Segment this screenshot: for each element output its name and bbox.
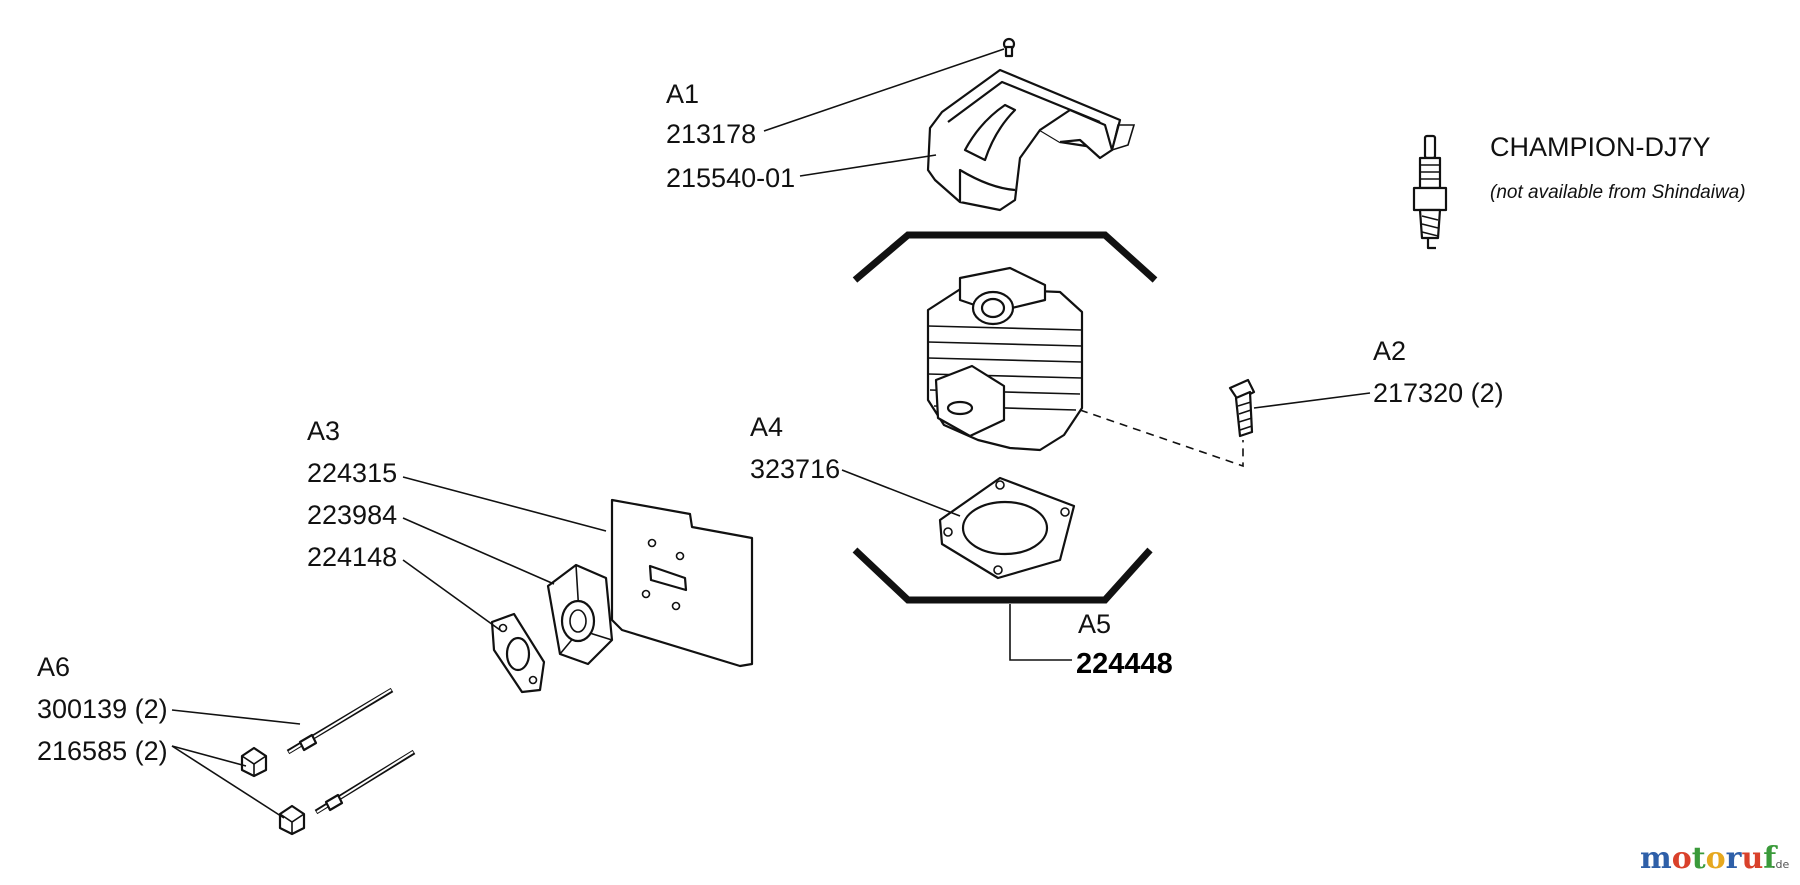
spark-plug-note: (not available from Shindaiwa)	[1490, 182, 1746, 203]
label-a4: A4	[750, 412, 783, 442]
cylinder-gasket-drawing	[938, 476, 1076, 580]
nut-upper-drawing	[240, 746, 268, 778]
heat-shield-drawing	[610, 498, 754, 668]
nut-lower-drawing	[278, 804, 306, 836]
part-224448: 224448	[1076, 648, 1173, 680]
watermark-suffix: .de	[1772, 858, 1789, 871]
leader-224148	[402, 559, 501, 631]
label-a6: A6	[37, 652, 70, 682]
cylinder-bolt-drawing	[1228, 378, 1256, 438]
spark-plug-drawing	[1412, 134, 1448, 250]
kit-bracket-top	[852, 231, 1158, 283]
leader-223984	[402, 517, 555, 585]
part-223984: 223984	[307, 500, 397, 530]
intake-gasket-drawing	[490, 612, 546, 694]
part-224315: 224315	[307, 458, 397, 488]
label-a2: A2	[1373, 336, 1406, 366]
leader-215540-01	[799, 154, 937, 177]
part-215540-01: 215540-01	[666, 163, 795, 193]
leader-224315	[402, 476, 607, 532]
leader-216585-b	[171, 745, 285, 819]
part-217320: 217320 (2)	[1373, 378, 1504, 408]
label-a3: A3	[307, 416, 340, 446]
stud-upper-drawing	[286, 687, 394, 755]
cylinder-cover-drawing	[926, 68, 1136, 212]
bolt-alignment-line	[1079, 409, 1244, 468]
leader-323716	[841, 469, 961, 517]
part-300139: 300139 (2)	[37, 694, 168, 724]
watermark-letters: motoruf	[1640, 841, 1778, 876]
part-213178: 213178	[666, 119, 756, 149]
part-323716: 323716	[750, 454, 840, 484]
label-a1: A1	[666, 79, 699, 109]
leader-216585-a	[171, 745, 247, 767]
kit-bracket-bottom	[852, 547, 1153, 604]
part-224148: 224148	[307, 542, 397, 572]
leader-217320	[1253, 392, 1371, 409]
leader-300139	[171, 709, 301, 725]
cover-screw-drawing	[1002, 37, 1016, 58]
leader-224448	[1009, 604, 1072, 661]
stud-lower-drawing	[314, 749, 416, 815]
label-a5: A5	[1078, 609, 1111, 639]
spark-plug-name: CHAMPION-DJ7Y	[1490, 132, 1711, 162]
part-216585: 216585 (2)	[37, 736, 168, 766]
insulator-block-drawing	[546, 563, 614, 666]
watermark-logo: motoruf .de	[1640, 841, 1789, 876]
leader-213178	[763, 48, 1005, 132]
cylinder-drawing	[926, 266, 1084, 452]
